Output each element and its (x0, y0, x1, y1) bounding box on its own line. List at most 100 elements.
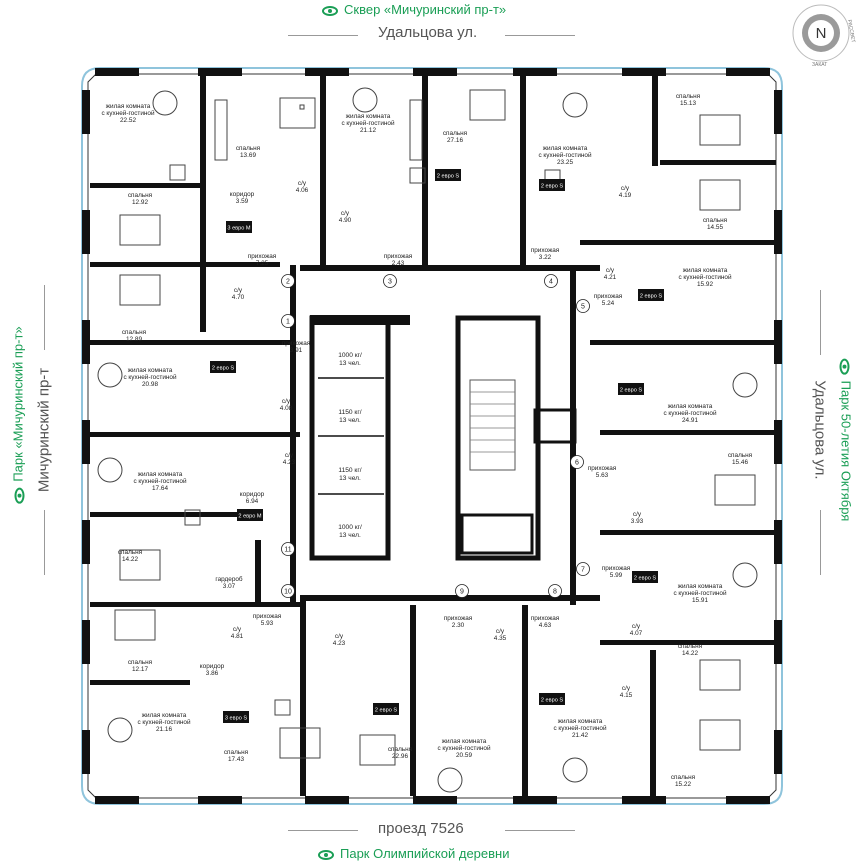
view-eye-icon (318, 849, 334, 860)
right-arrow-bottom (820, 510, 821, 575)
room-name: прихожая (248, 253, 277, 260)
room-name: с кухней-гостиной (137, 718, 191, 726)
room-area: 22.96 (392, 753, 408, 760)
apartment-badge-box (618, 383, 644, 395)
apartment-badge-text: 2 евро S (212, 366, 235, 372)
room-area: 15.46 (732, 459, 748, 466)
room-area: 2.43 (392, 260, 405, 267)
room-area: 3.93 (631, 518, 644, 525)
room-name: с кухней-гостиной (123, 373, 177, 381)
room-name: жилая комната (442, 738, 487, 745)
apartment-badge-box (638, 289, 664, 301)
room-area: 4.23 (333, 640, 346, 647)
room-name: жилая комната (346, 113, 391, 120)
apartment-badge-box (539, 179, 565, 191)
room-area: 21.12 (360, 127, 376, 134)
room-area: 6.94 (246, 498, 259, 505)
room-area: 21.42 (572, 732, 588, 739)
apartment-badge: 2 евро S (539, 693, 565, 705)
apartment-number-circle (455, 584, 469, 598)
room-area: 14.22 (682, 650, 698, 657)
apartment-number-circle (281, 274, 295, 288)
room-name: спальня (224, 749, 249, 756)
room-area: 14.55 (707, 224, 723, 231)
apartment-badge: 2 евро S (539, 179, 565, 191)
room-name: жилая комната (543, 145, 588, 152)
apartment-badge-text: 2 евро M (238, 514, 262, 520)
room-name: с/у (298, 180, 307, 187)
apartment-number: 5 (581, 304, 585, 311)
room-name: с/у (622, 685, 631, 692)
room-name: спальня (443, 130, 468, 137)
room-name: прихожая (531, 615, 560, 622)
room-area: 13.69 (240, 152, 256, 159)
room-area: 5.99 (610, 572, 623, 579)
room-area: 14.22 (122, 556, 138, 563)
bottom-arrow-right (505, 830, 575, 831)
apartment-badge: 2 евро S (435, 169, 461, 181)
room-name: прихожая (588, 465, 617, 472)
room-area: 4.63 (539, 622, 552, 629)
elevator-capacity: 1150 кг/ (338, 467, 361, 474)
apartment-badge-text: 2 евро S (541, 184, 564, 190)
apartment-badge-text: 2 евро S (541, 698, 564, 704)
apartment-number-circle (576, 299, 590, 313)
room-name: с/у (335, 633, 344, 640)
apartment-badge-text: 2 евро S (375, 708, 398, 714)
left-arrow-bottom (44, 510, 45, 575)
room-area: 4.23 (283, 459, 296, 466)
room-area: 15.92 (697, 281, 713, 288)
room-name: с/у (341, 210, 350, 217)
room-name: с кухней-гостиной (133, 477, 187, 485)
apartment-number: 8 (553, 589, 557, 596)
room-area: 4.81 (231, 633, 244, 640)
room-area: 3.59 (236, 198, 249, 205)
apartment-number-circle (281, 542, 295, 556)
room-name: с/у (606, 267, 615, 274)
room-area: 17.43 (228, 756, 244, 763)
room-name: с/у (233, 626, 242, 633)
apartment-badge: 2 евро S (632, 571, 658, 583)
bottom-arrow-left (288, 830, 358, 831)
room-name: спальня (728, 452, 753, 459)
apartment-badge: 3 евро M (226, 221, 252, 233)
room-name: с кухней-гостиной (663, 409, 717, 417)
apartment-badges: 2 евро S 2 евро S 3 евро M 2 евро S 2 евро S… (210, 169, 664, 723)
compass-north: N (816, 25, 827, 42)
room-name: жилая комната (678, 583, 723, 590)
room-name: прихожая (531, 247, 560, 254)
apartment-badge: 2 евро S (373, 703, 399, 715)
apartment-badge: 2 евро M (237, 509, 263, 521)
room-name: жилая комната (142, 712, 187, 719)
room-area: 20.59 (456, 752, 472, 759)
room-area: 20.98 (142, 381, 158, 388)
room-name: спальня (118, 549, 143, 556)
room-name: спальня (388, 746, 413, 753)
room-name: прихожая (282, 340, 311, 347)
apartment-badge-text: 3 евро S (225, 716, 248, 722)
top-arrow-right (505, 35, 575, 36)
room-area: 15.13 (680, 100, 696, 107)
exterior-columns (82, 68, 782, 804)
apartment-badge-box (237, 509, 263, 521)
left-arrow-top (44, 285, 45, 350)
room-area: 23.25 (557, 159, 573, 166)
room-name: прихожая (384, 253, 413, 260)
room-name: с кухней-гостиной (341, 119, 395, 127)
room-name: с кухней-гостиной (673, 589, 727, 597)
apartment-badge: 3 евро S (223, 711, 249, 723)
top-arrow-left (288, 35, 358, 36)
apartment-number-circle (576, 562, 590, 576)
room-name: прихожая (594, 293, 623, 300)
room-name: жилая комната (668, 403, 713, 410)
room-area: 12.92 (132, 199, 148, 206)
room-area: 12.17 (132, 666, 148, 673)
apartment-number: 1 (286, 319, 290, 326)
apartment-badge-box (632, 571, 658, 583)
room-area: 21.16 (156, 726, 172, 733)
furniture (97, 87, 758, 793)
room-name: прихожая (253, 613, 282, 620)
room-name: гардероб (215, 575, 243, 583)
room-name: спальня (128, 192, 153, 199)
apartment-number-circle (548, 584, 562, 598)
